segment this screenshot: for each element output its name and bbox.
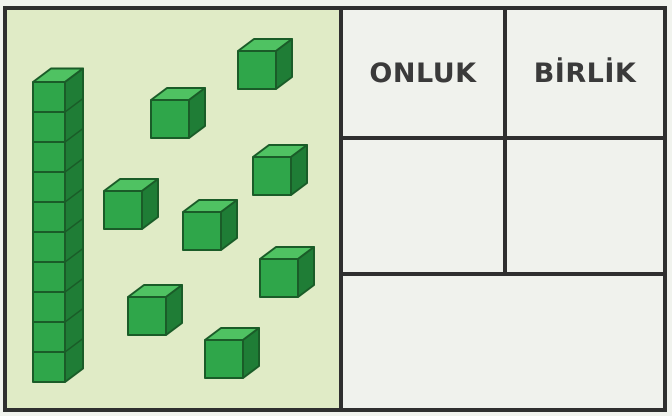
- rod-segment: [33, 172, 65, 202]
- cube-front-face: [260, 259, 298, 297]
- rod-segment: [33, 292, 65, 322]
- rod-segment: [33, 262, 65, 292]
- rod-segment: [33, 232, 65, 262]
- unit-cube: [104, 179, 158, 229]
- unit-cube: [183, 200, 237, 250]
- unit-cube: [128, 285, 182, 335]
- rod-segment: [33, 112, 65, 142]
- rod-segment: [33, 352, 65, 382]
- tens-answer-cell[interactable]: [339, 136, 507, 276]
- ten-rod: [33, 69, 83, 383]
- cube-front-face: [238, 51, 276, 89]
- tens-header-cell: ONLUK: [339, 6, 507, 140]
- cube-front-face: [253, 157, 291, 195]
- rod-segment: [33, 82, 65, 112]
- unit-cube: [260, 247, 314, 297]
- tens-header-label: ONLUK: [369, 58, 476, 89]
- cube-front-face: [205, 340, 243, 378]
- cube-front-face: [183, 212, 221, 250]
- ones-header-label: BİRLİK: [534, 58, 637, 89]
- unit-cube: [253, 145, 307, 195]
- rod-segment: [33, 142, 65, 172]
- ones-header-cell: BİRLİK: [503, 6, 667, 140]
- unit-cube: [205, 328, 259, 378]
- cube-front-face: [128, 297, 166, 335]
- unit-cube: [238, 39, 292, 89]
- unit-cubes: [104, 39, 314, 378]
- total-answer-cell[interactable]: [339, 272, 667, 412]
- unit-cube: [151, 88, 205, 138]
- rod-segment: [33, 202, 65, 232]
- cube-front-face: [104, 191, 142, 229]
- ones-answer-cell[interactable]: [503, 136, 667, 276]
- rod-segment: [33, 322, 65, 352]
- cube-front-face: [151, 100, 189, 138]
